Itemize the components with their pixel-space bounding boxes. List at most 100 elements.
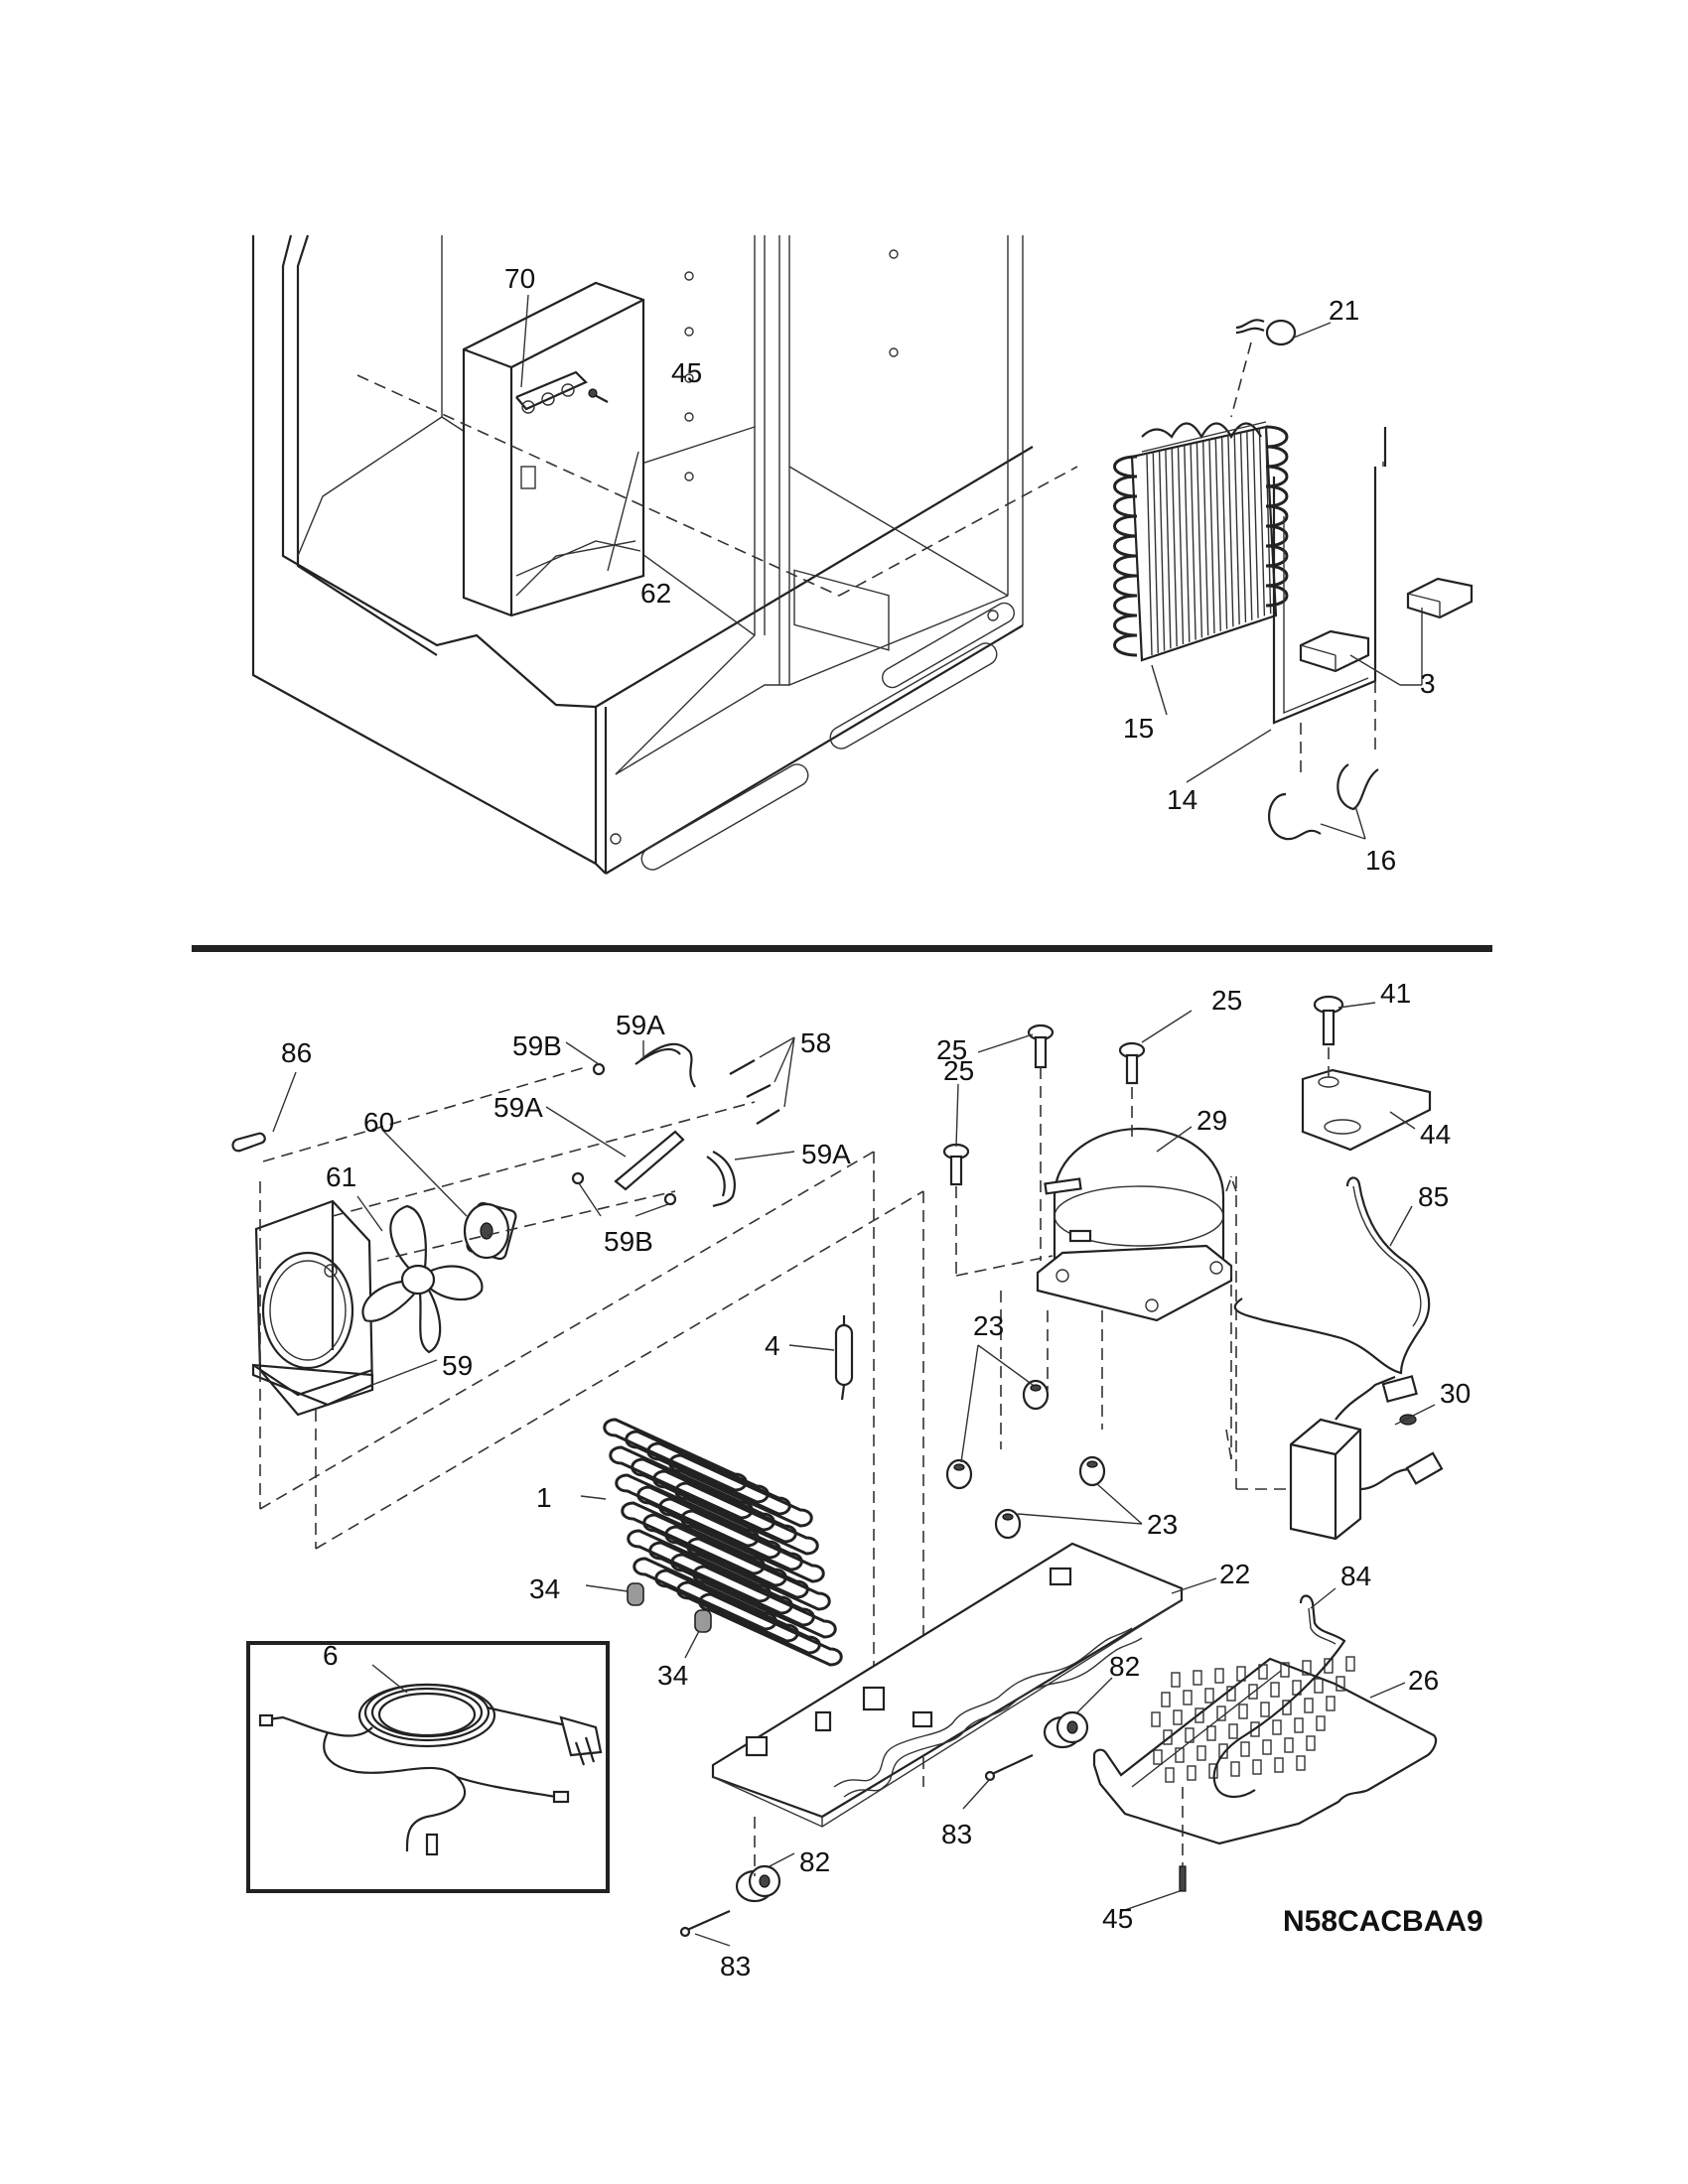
pan-rib	[1326, 1696, 1336, 1711]
pan-rib	[1262, 1739, 1272, 1755]
pan-rib	[1238, 1704, 1248, 1719]
screw-45-top	[588, 388, 609, 403]
part-62-housing	[462, 281, 645, 617]
condenser-fin	[1252, 429, 1259, 618]
label-60: 60	[363, 1107, 394, 1138]
label-25-top: 25	[1211, 985, 1242, 1016]
label-59a-top: 59A	[616, 1010, 665, 1040]
condenser-fin	[1177, 447, 1185, 645]
part-6-power-cord-inset	[246, 1641, 610, 1893]
label-59a-right: 59A	[801, 1139, 851, 1169]
part-15-condenser	[1113, 421, 1289, 662]
pan-rib	[1274, 1757, 1284, 1773]
pan-rib	[1306, 1735, 1316, 1751]
label-59b-bot: 59B	[604, 1226, 653, 1257]
part-4-filter-drier	[788, 1315, 854, 1401]
label-59a-mid: 59A	[493, 1092, 543, 1123]
pan-rib	[1173, 1709, 1183, 1725]
pan-rib	[1240, 1741, 1250, 1757]
pan-rib	[1183, 1690, 1193, 1706]
condenser-fin	[1202, 441, 1209, 636]
coil-tube	[658, 1497, 803, 1571]
coil-tube	[625, 1430, 770, 1504]
label-3: 3	[1420, 668, 1436, 699]
pan-rib	[1250, 1721, 1260, 1737]
pan-rib	[1302, 1660, 1312, 1676]
model-code: N58CACBAA9	[1283, 1905, 1483, 1938]
condenser-fin	[1239, 432, 1247, 623]
label-61: 61	[326, 1161, 356, 1192]
pan-rib	[1163, 1729, 1173, 1745]
pan-rib	[1226, 1686, 1236, 1702]
condenser-fin	[1258, 427, 1266, 616]
label-44: 44	[1420, 1119, 1451, 1150]
pan-rib	[1296, 1755, 1306, 1771]
pan-rib	[1161, 1692, 1171, 1707]
condenser-fin	[1158, 451, 1166, 651]
coil-tube	[627, 1529, 772, 1603]
part-25-screws	[942, 1024, 1146, 1186]
label-70: 70	[504, 263, 535, 294]
pan-rib	[1196, 1745, 1206, 1761]
condenser-fin	[1214, 438, 1221, 631]
pan-rib	[1336, 1676, 1345, 1692]
part-41-screw	[1313, 995, 1344, 1046]
label-86: 86	[281, 1037, 312, 1068]
label-83-bot: 83	[720, 1951, 751, 1981]
part-14-heater-wire	[1272, 427, 1387, 725]
coil-tube	[615, 1473, 760, 1548]
pan-rib	[1193, 1670, 1202, 1686]
label-62: 62	[640, 578, 671, 609]
label-41: 41	[1380, 978, 1411, 1009]
pan-rib	[1272, 1719, 1282, 1735]
pan-rib	[1252, 1759, 1262, 1775]
condenser-fin	[1196, 442, 1203, 638]
pan-rib	[1171, 1672, 1181, 1688]
label-30: 30	[1440, 1378, 1471, 1409]
part-1-condenser-coil	[603, 1418, 843, 1667]
part-59b-grommets	[571, 1062, 677, 1206]
label-59b-top: 59B	[512, 1030, 562, 1061]
label-58: 58	[800, 1027, 831, 1058]
part-16-clips	[1268, 763, 1379, 841]
pan-rib	[1284, 1737, 1294, 1753]
coil-tube	[664, 1525, 809, 1599]
part-3-insulation-blocks	[1299, 577, 1474, 673]
label-23-top: 23	[973, 1310, 1004, 1341]
pan-rib	[1175, 1747, 1185, 1763]
label-85: 85	[1418, 1181, 1449, 1212]
coil-tube	[648, 1541, 793, 1615]
coil-tube	[676, 1580, 821, 1655]
condenser-fin	[1146, 454, 1153, 656]
pan-rib	[1260, 1702, 1270, 1717]
condenser-fin	[1152, 453, 1159, 653]
label-14: 14	[1167, 784, 1197, 815]
label-4: 4	[765, 1330, 780, 1361]
label-25-mid: 25	[936, 1034, 967, 1065]
part-26-drain-pan	[1092, 1656, 1438, 1845]
label-84: 84	[1340, 1561, 1371, 1591]
pan-rib	[1204, 1688, 1214, 1704]
label-15: 15	[1123, 713, 1154, 744]
pan-rib	[1206, 1725, 1216, 1741]
label-1: 1	[536, 1482, 552, 1513]
label-21: 21	[1329, 295, 1359, 326]
coil-tube	[621, 1501, 766, 1575]
part-85-tube	[1233, 1176, 1431, 1375]
label-45-bottom: 45	[1102, 1903, 1133, 1934]
label-45-top: 45	[671, 357, 702, 388]
label-82-mid: 82	[1109, 1651, 1140, 1682]
coil-tube	[654, 1569, 799, 1643]
coil-tube	[674, 1481, 819, 1556]
pan-rib	[1248, 1684, 1258, 1700]
coil-tube	[603, 1418, 748, 1492]
pan-rib	[1228, 1723, 1238, 1739]
label-23-bot: 23	[1147, 1509, 1178, 1540]
section-divider	[192, 945, 1492, 952]
label-34-top: 34	[529, 1573, 560, 1604]
pan-rib	[1294, 1717, 1304, 1733]
coil-tube	[652, 1469, 797, 1544]
condenser-fin	[1165, 450, 1172, 649]
coil-tube	[686, 1537, 831, 1611]
